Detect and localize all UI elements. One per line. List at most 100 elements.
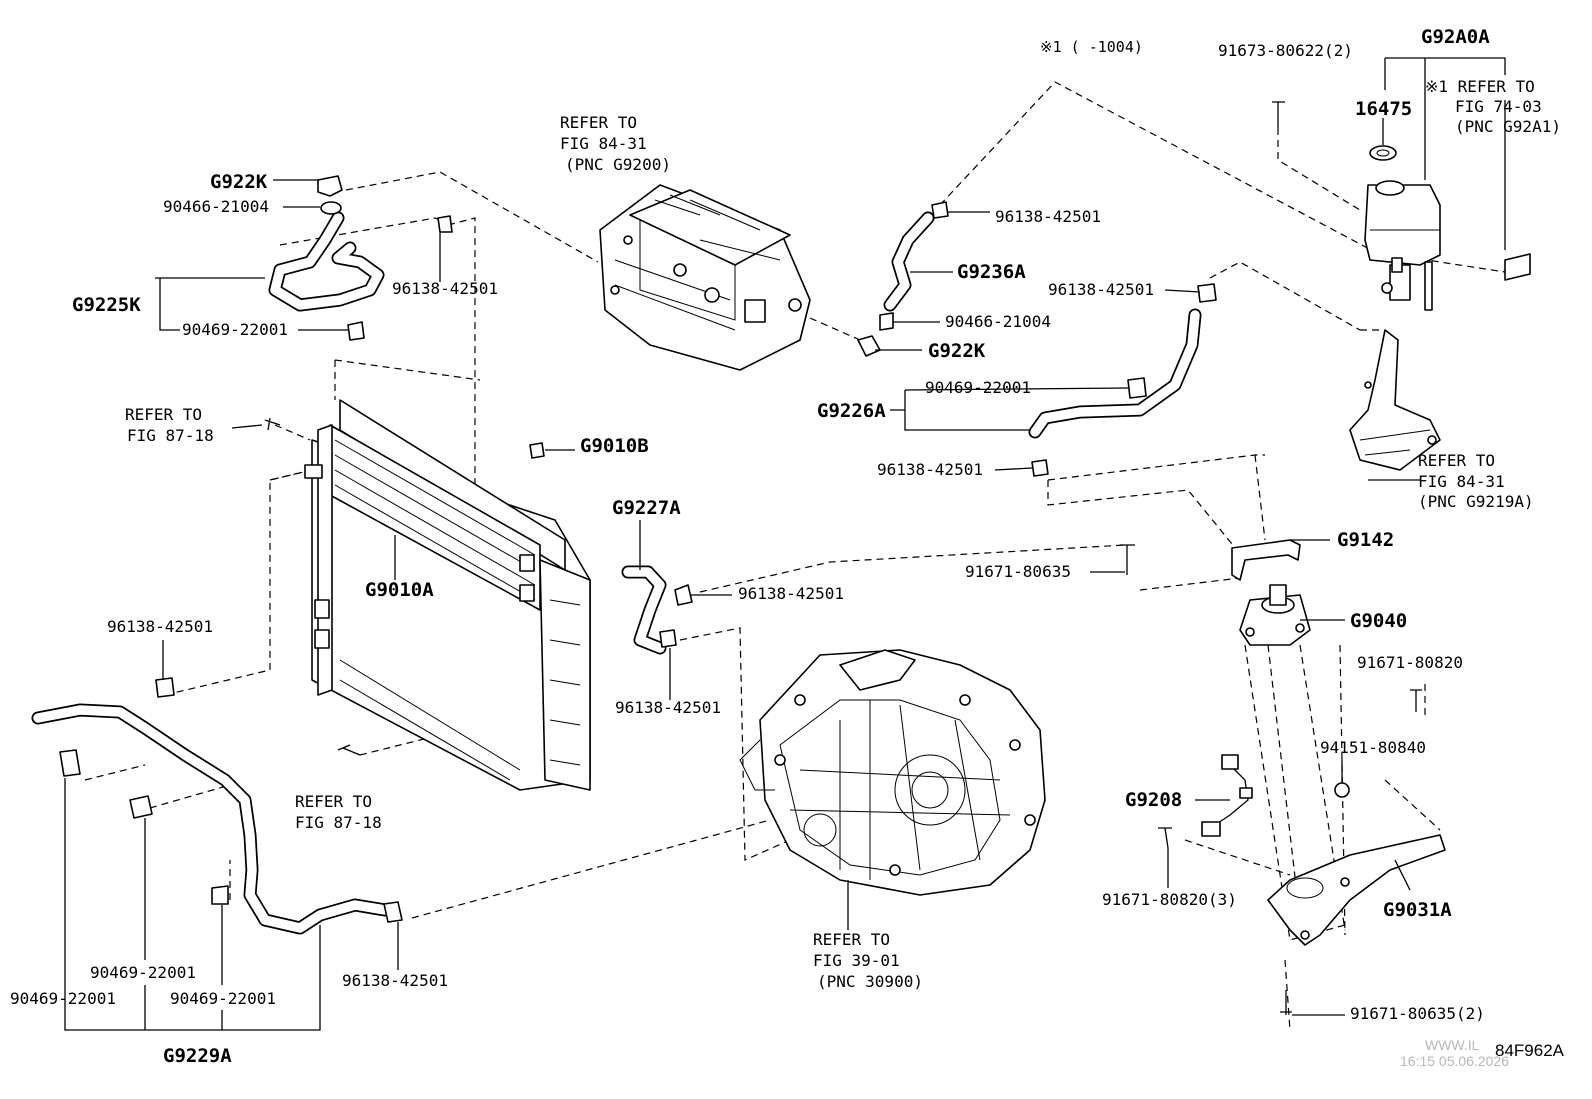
leader-lines — [64, 57, 1506, 1031]
label-96138-42501-b[interactable]: 96138-42501 — [995, 207, 1101, 226]
label-90469-22001-d[interactable]: 90469-22001 — [90, 963, 196, 982]
hose-g9227a[interactable] — [621, 565, 667, 655]
label-refer-9200-line1[interactable]: REFER TO — [560, 113, 637, 132]
hose-g9229a[interactable] — [31, 703, 392, 935]
label-g92a0a[interactable]: G92A0A — [1421, 26, 1490, 48]
bolt-refer-8718-bottom[interactable] — [337, 744, 361, 756]
pump-bracket-g9142[interactable] — [1231, 539, 1301, 581]
bolts[interactable] — [264, 101, 1422, 1015]
label-96138-42501-c[interactable]: 96138-42501 — [1048, 280, 1154, 299]
label-96138-42501-a[interactable]: 96138-42501 — [392, 279, 498, 298]
hose-clip-g922k-left[interactable] — [317, 175, 343, 197]
reservoir-cap-gasket-16475[interactable] — [1369, 145, 1397, 161]
label-refer-3901-line3: (PNC 30900) — [817, 972, 923, 991]
label-96138-42501-e[interactable]: 96138-42501 — [738, 584, 844, 603]
label-96138-42501-h[interactable]: 96138-42501 — [342, 971, 448, 990]
label-g9236a[interactable]: G9236A — [957, 261, 1026, 283]
clamp-96138-g[interactable] — [155, 677, 175, 698]
water-pump-g9040[interactable] — [1239, 584, 1311, 646]
label-g9142[interactable]: G9142 — [1337, 529, 1394, 551]
diagram-code: 84F962A — [1495, 1041, 1565, 1060]
clamp-90469-b[interactable] — [1127, 377, 1147, 399]
watermark-line1: WWW.IL — [1425, 1037, 1480, 1053]
label-91671-80635[interactable]: 91671-80635 — [965, 562, 1071, 581]
label-94151-80840[interactable]: 94151-80840 — [1320, 738, 1426, 757]
label-91671-80635-2[interactable]: 91671-80635(2) — [1350, 1004, 1485, 1023]
bolt-91671-80820[interactable] — [1410, 689, 1422, 712]
label-g9010a[interactable]: G9010A — [365, 579, 434, 601]
clamp-96138-b[interactable] — [931, 201, 949, 219]
reservoir-tank-g92a0a[interactable] — [1364, 145, 1531, 311]
label-g9208[interactable]: G9208 — [1125, 789, 1182, 811]
clamp-90469-e[interactable] — [211, 885, 229, 905]
clamp-90469-d[interactable] — [129, 795, 153, 819]
label-91673-80622[interactable]: 91673-80622(2) — [1218, 41, 1353, 60]
label-96138-42501-d[interactable]: 96138-42501 — [877, 460, 983, 479]
radiator-g9010a[interactable] — [304, 399, 591, 791]
label-refer-3901-line1[interactable]: REFER TO — [813, 930, 890, 949]
label-refer-9219a-line1[interactable]: REFER TO — [1418, 451, 1495, 470]
label-90466-21004-right[interactable]: 90466-21004 — [945, 312, 1051, 331]
label-refer-8718a-line2: FIG 87-18 — [127, 426, 214, 445]
label-refer-92a1-line2: FIG 74-03 — [1455, 97, 1542, 116]
clamp-96138-h[interactable] — [383, 901, 403, 923]
clamp-96138-d[interactable] — [1031, 459, 1049, 477]
label-refer-9200-line3: (PNC G9200) — [565, 155, 671, 174]
bolt-91671-80820-3[interactable] — [1158, 827, 1172, 849]
pump-mount-bracket-g9031a[interactable] — [1267, 834, 1446, 946]
clamp-96138-c[interactable] — [1197, 283, 1217, 303]
clamp-90466-right[interactable] — [879, 312, 894, 331]
clamp-96138-e[interactable] — [674, 584, 693, 606]
label-90469-22001-b[interactable]: 90469-22001 — [925, 378, 1031, 397]
label-96138-42501-g[interactable]: 96138-42501 — [107, 617, 213, 636]
label-g9031a[interactable]: G9031A — [1383, 899, 1452, 921]
label-refer-3901-line2: FIG 39-01 — [813, 951, 900, 970]
label-90469-22001-a[interactable]: 90469-22001 — [182, 320, 288, 339]
clamp-90469-c[interactable] — [59, 749, 81, 777]
label-refer-8718a-line1[interactable]: REFER TO — [125, 405, 202, 424]
label-90466-21004-left[interactable]: 90466-21004 — [163, 197, 269, 216]
label-91671-80820-3[interactable]: 91671-80820(3) — [1102, 890, 1237, 909]
clamp-90466-left[interactable] — [320, 201, 342, 215]
assembly-dashed-lines — [84, 81, 1506, 1031]
label-96138-42501-f[interactable]: 96138-42501 — [615, 698, 721, 717]
reservoir-bracket[interactable] — [1349, 329, 1441, 471]
label-g9227a[interactable]: G9227A — [612, 497, 681, 519]
clamp-90469-a[interactable] — [347, 321, 365, 341]
clamp-96138-f[interactable] — [659, 629, 677, 648]
label-g9225k[interactable]: G9225K — [72, 294, 141, 316]
bolt-91671-80635-2[interactable] — [1280, 990, 1292, 1015]
label-refer-92a1-line1[interactable]: ※1 REFER TO — [1425, 77, 1535, 96]
hose-g9226a[interactable] — [1028, 308, 1202, 439]
bolt-refer-8718-top[interactable] — [264, 417, 281, 431]
inverter-assembly[interactable] — [599, 184, 811, 371]
nut-94151[interactable] — [1334, 782, 1350, 798]
transaxle-assembly[interactable] — [739, 649, 1046, 896]
label-g9010b[interactable]: G9010B — [580, 435, 649, 457]
label-g9226a[interactable]: G9226A — [817, 400, 886, 422]
bolt-91673[interactable] — [1272, 101, 1285, 128]
label-16475[interactable]: 16475 — [1355, 98, 1412, 120]
radiator-cap-g9010b[interactable] — [529, 442, 545, 459]
watermark-line2: 16:15 05.06.2026 — [1400, 1053, 1509, 1069]
label-g922k-left[interactable]: G922K — [210, 171, 268, 193]
label-refer-92a1-line3: (PNC G92A1) — [1455, 117, 1561, 136]
sensor-harness-g9208[interactable] — [1201, 754, 1253, 837]
hose-g9236a[interactable] — [883, 211, 935, 312]
label-refer-9200-line2: FIG 84-31 — [560, 134, 647, 153]
label-91671-80820[interactable]: 91671-80820 — [1357, 653, 1463, 672]
label-g9040[interactable]: G9040 — [1350, 610, 1407, 632]
bolt-91671-80635[interactable] — [1120, 544, 1135, 575]
clamp-96138-a[interactable] — [437, 215, 453, 233]
label-g9229a[interactable]: G9229A — [163, 1045, 232, 1067]
hose-clamps[interactable] — [59, 175, 1350, 923]
hose-clip-g922k-right[interactable] — [857, 335, 881, 357]
label-g922k-right[interactable]: G922K — [928, 340, 986, 362]
label-refer-8718b-line1[interactable]: REFER TO — [295, 792, 372, 811]
label-refer-9219a-line2: FIG 84-31 — [1418, 472, 1505, 491]
label-90469-22001-e[interactable]: 90469-22001 — [170, 989, 276, 1008]
hose-g9225k[interactable] — [268, 211, 385, 312]
label-90469-22001-c[interactable]: 90469-22001 — [10, 989, 116, 1008]
